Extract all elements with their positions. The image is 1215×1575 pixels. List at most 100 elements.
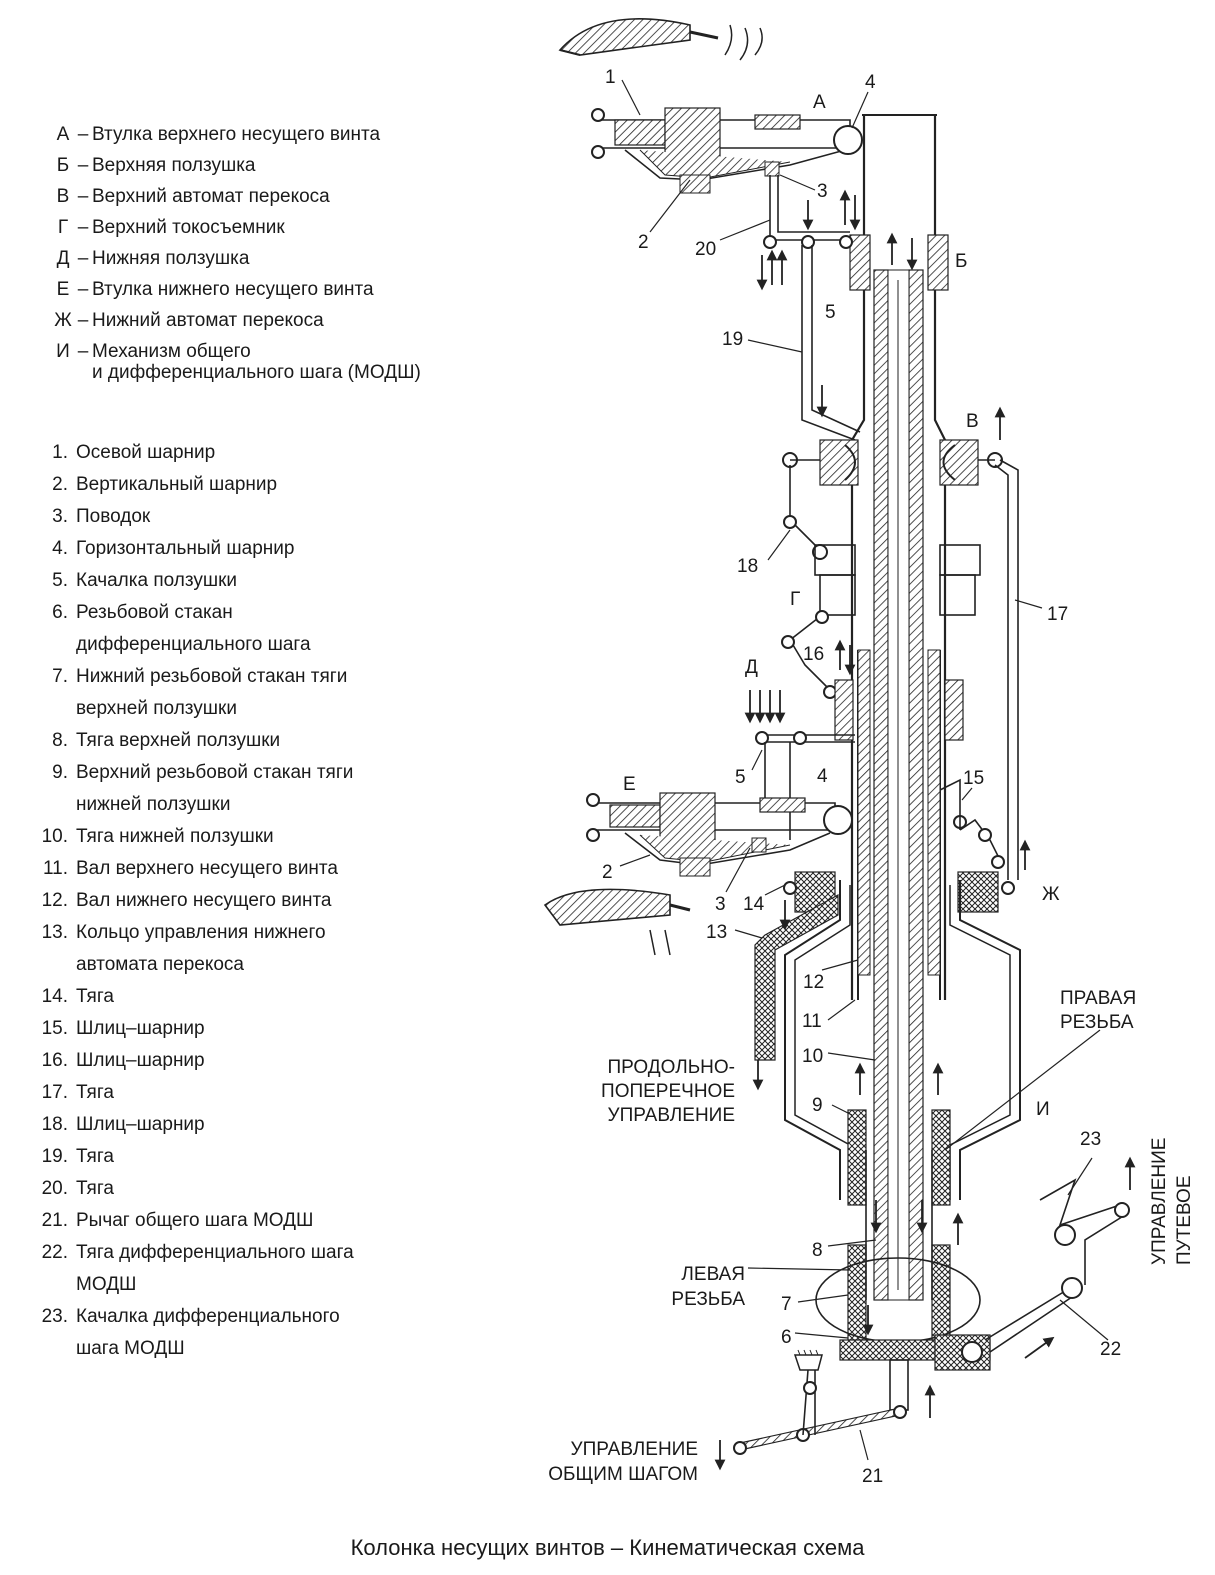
label-1: 1 — [605, 67, 616, 88]
lower-rotor-shaft — [857, 649, 941, 1000]
left-thread-line-2: РЕЗЬБА — [671, 1289, 745, 1310]
number-legend-item: 11. Вал верхнего несущего винта — [10, 853, 450, 885]
label-I: И — [1036, 1099, 1050, 1120]
label-2-low: 2 — [602, 862, 613, 883]
lower-slider — [755, 679, 964, 840]
legend-number: 4. — [52, 538, 68, 559]
legend-dash: – — [77, 248, 89, 269]
rod-19 — [801, 245, 861, 441]
letter-legend-item: Е–Втулка нижнего несущего винта — [52, 279, 522, 310]
legend-text: Тяга верхней ползушки — [76, 730, 281, 751]
label-4-top: 4 — [865, 72, 876, 93]
legend-number: 21. — [41, 1210, 68, 1231]
legend-number: 15. — [41, 1018, 68, 1039]
label-6: 6 — [781, 1327, 792, 1348]
legend-number: 6. — [52, 602, 68, 623]
legend-text: Шлиц–шарнир — [76, 1114, 205, 1135]
collective-lever-21 — [733, 1349, 907, 1455]
legend-text: Нижний резьбовой стакан тяги верхней пол… — [76, 666, 348, 719]
letter-legend-item: Д–Нижняя ползушка — [52, 248, 522, 279]
label-13: 13 — [706, 922, 727, 943]
upper-hub — [591, 107, 863, 194]
legend-text: Нижний автомат перекоса — [92, 310, 324, 331]
label-G: Г — [790, 589, 800, 610]
legend-key: Е — [56, 279, 70, 300]
legend-text: Шлиц–шарнир — [76, 1050, 205, 1071]
legend-text: Втулка верхнего несущего винта — [92, 124, 381, 145]
rocker-23 — [1039, 1178, 1130, 1285]
legend-text: Шлиц–шарнир — [76, 1018, 205, 1039]
legend-text: Тяга дифференциального шага МОДШ — [76, 1242, 354, 1295]
number-legend-item: 1.Осевой шарнир — [10, 437, 450, 469]
letter-legend-item: Г–Верхний токосъемник — [52, 217, 522, 248]
number-legend-item: 3.Поводок — [10, 501, 450, 533]
legend-number: 8. — [52, 730, 68, 751]
label-A: А — [813, 92, 826, 113]
legend-key: В — [56, 186, 70, 207]
legend-text: Тяга — [76, 1178, 114, 1199]
number-legend-item: 13.Кольцо управления нижнего автомата пе… — [10, 917, 450, 981]
label-8: 8 — [812, 1240, 823, 1261]
scissor-16 — [781, 610, 837, 699]
legend-number: 17. — [41, 1082, 68, 1103]
number-legend-item: 4.Горизонтальный шарнир — [10, 533, 450, 565]
legend-text: Тяга — [76, 986, 114, 1007]
legend-number: 11. — [42, 858, 68, 879]
long-ctrl-line-2: ПОПЕРЕЧНОЕ — [601, 1081, 735, 1102]
legend-number: 14. — [41, 986, 68, 1007]
legend-text: Верхний токосъемник — [92, 217, 285, 238]
label-22: 22 — [1100, 1339, 1121, 1360]
legend-text: Резьбовой стакан дифференциального шага — [76, 602, 311, 655]
number-legend-item: 7.Нижний резьбовой стакан тяги верхней п… — [10, 661, 450, 725]
leader-lines — [619, 79, 1109, 1461]
number-legend-item: 9.Верхний резьбовой стакан тяги нижней п… — [10, 757, 450, 821]
label-5-top: 5 — [825, 302, 836, 323]
legend-text: Вал верхнего несущего винта — [76, 858, 338, 879]
label-12: 12 — [803, 972, 824, 993]
lower-hub — [586, 792, 853, 877]
legend-text: Верхняя ползушка — [92, 155, 256, 176]
legend-number: 13. — [41, 922, 68, 943]
label-2-top: 2 — [638, 232, 649, 253]
legend-number: 5. — [52, 570, 68, 591]
inner-shafts — [873, 269, 924, 1301]
legend-text: Качалка ползушки — [76, 570, 238, 591]
control-ring-13 — [754, 893, 839, 1061]
label-3-top: 3 — [817, 181, 828, 202]
label-V: В — [966, 411, 979, 432]
rod-17 — [994, 459, 1019, 880]
threaded-cups — [815, 1109, 991, 1411]
legend-dash: – — [77, 279, 89, 300]
label-3-low: 3 — [715, 894, 726, 915]
label-19: 19 — [722, 329, 743, 350]
label-20: 20 — [695, 239, 716, 260]
legend-text: Нижняя ползушка — [92, 248, 250, 269]
rod-20 — [763, 175, 853, 249]
letter-legend-item: Б–Верхняя ползушка — [52, 155, 522, 186]
legend-text: Вал нижнего несущего винта — [76, 890, 332, 911]
number-legend-item: 14. Тяга — [10, 981, 450, 1013]
slip-ring — [814, 544, 981, 616]
legend-number: 23. — [41, 1306, 68, 1327]
number-legend-item: 12.Вал нижнего несущего винта — [10, 885, 450, 917]
legend-dash: – — [77, 155, 89, 176]
legend-text: Тяга — [76, 1082, 114, 1103]
legend-number: 18. — [41, 1114, 68, 1135]
legend-number: 16. — [41, 1050, 68, 1071]
number-legend-item: 20.Тяга — [10, 1173, 450, 1205]
number-legend-item: 10.Тяга нижней ползушки — [10, 821, 450, 853]
legend-text: Верхний автомат перекоса — [92, 186, 330, 207]
upper-swashplate — [782, 439, 1003, 486]
legend-text: Механизм общего и дифференциального шага… — [92, 341, 421, 383]
legend-dash: – — [77, 186, 89, 207]
legend-text: Верхний резьбовой стакан тяги нижней пол… — [76, 762, 354, 815]
label-Zh: Ж — [1042, 884, 1060, 905]
number-legend-item: 6. Резьбовой стакан дифференциального шаг… — [10, 597, 450, 661]
label-4-low: 4 — [817, 766, 828, 787]
letter-legend-item: А–Втулка верхнего несущего винта — [52, 124, 522, 155]
legend-text: Рычаг общего шага МОДШ — [76, 1210, 314, 1231]
number-legend-item: 15. Шлиц–шарнир — [10, 1013, 450, 1045]
legend-number: 2. — [52, 474, 68, 495]
upper-blade — [558, 18, 763, 61]
